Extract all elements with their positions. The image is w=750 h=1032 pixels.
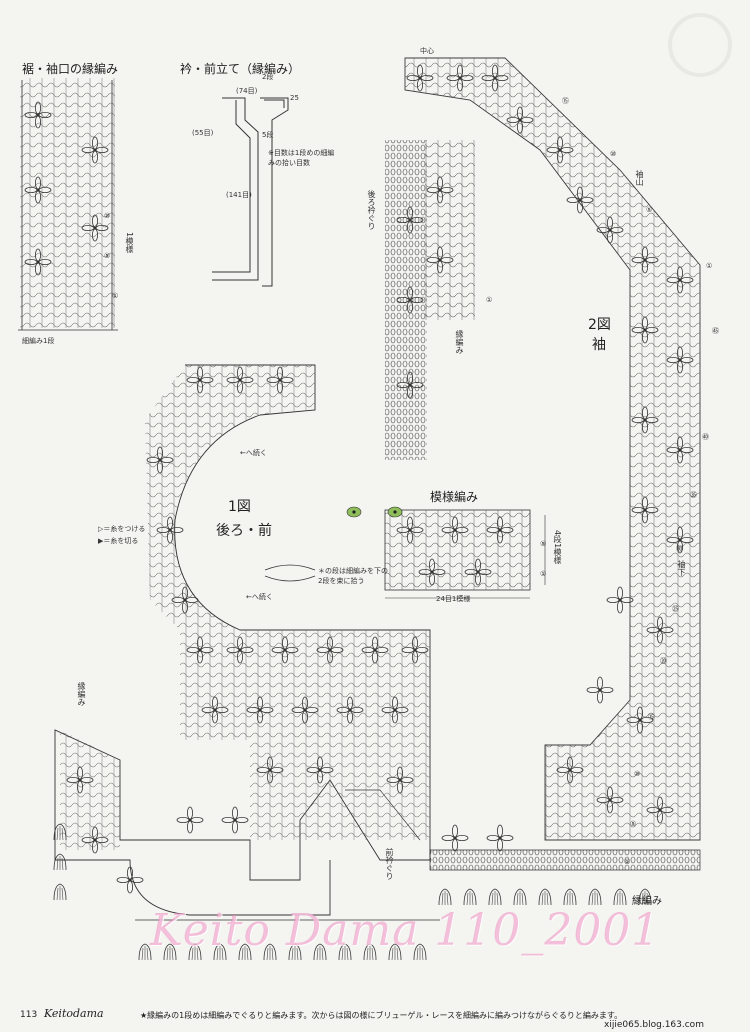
collar-side-rows: 5段 bbox=[262, 131, 274, 139]
row-marker-10c: ⑩ bbox=[634, 770, 641, 778]
row-marker-1d: ① bbox=[540, 570, 547, 578]
fig1-name: 後ろ・前 bbox=[216, 523, 272, 539]
edge-label-left: 縁編み bbox=[77, 682, 86, 706]
row-marker-20: ⑳ bbox=[660, 657, 667, 665]
collar-long-count: (141目) bbox=[226, 191, 252, 199]
pattern-title: 模様編み bbox=[430, 490, 479, 504]
row-marker-30: ㉚ bbox=[676, 545, 683, 553]
footer-instruction: ★縁編みの1段めは細編みでぐるりと編みます。次からは図の様にブリューゲル・レース… bbox=[140, 1011, 623, 1020]
page-number: 113 bbox=[20, 1010, 38, 1020]
row-marker-1e: ① bbox=[486, 296, 493, 304]
edge-label-sleeve: 縁編み bbox=[632, 896, 662, 907]
pattern-height-label: 4段1模様 bbox=[553, 530, 562, 565]
collar-row: 2段 bbox=[262, 73, 274, 81]
hem-sleeve-edge-title: 裾・袖口の縁編み bbox=[22, 62, 119, 76]
watermark: Keito Dama 110_2001 bbox=[150, 905, 661, 956]
fig1-number: 1図 bbox=[228, 499, 251, 515]
row-marker-15b: ⑮ bbox=[648, 713, 655, 721]
row-marker-5: ⑤ bbox=[104, 252, 111, 260]
row-marker-5c: ⑤ bbox=[630, 820, 637, 828]
collar-side-count: (55目) bbox=[192, 129, 214, 137]
row-marker-10b: ⑩ bbox=[610, 150, 617, 158]
row-marker-15: ⑮ bbox=[562, 97, 569, 105]
row-marker-25: ㉕ bbox=[672, 605, 679, 613]
collar-title: 衿・前立て（縁編み） bbox=[180, 62, 301, 76]
collar-note: ※目数は1段めの細編みの拾い目数 bbox=[268, 149, 335, 167]
collar-value: 25 bbox=[290, 94, 299, 102]
pattern-width-label: 24目1模様 bbox=[436, 595, 471, 603]
brand-logo: Keitodama bbox=[44, 1007, 104, 1020]
row-marker-4: ⑤ bbox=[540, 540, 547, 548]
row-marker-50: ㊺ bbox=[712, 327, 719, 335]
to-side-label-2: ←へ続く bbox=[246, 593, 273, 601]
row-marker-1: ① bbox=[112, 292, 119, 300]
edge-label-center: 縁編み bbox=[455, 330, 464, 354]
front-collar-label: 前衿ぐり bbox=[385, 848, 394, 880]
row-marker-5b: ⑤ bbox=[646, 206, 653, 214]
row-marker-35: ㉟ bbox=[690, 491, 697, 499]
legend-cut: ▶＝糸を切る bbox=[98, 537, 139, 545]
row-marker-40: ㊵ bbox=[702, 433, 709, 441]
edge-row1-label: 細編み1段 bbox=[22, 337, 55, 345]
fig2-name: 袖 bbox=[592, 337, 606, 353]
star-note: ＊の段は細編みを下の2段を束に拾う bbox=[318, 567, 388, 585]
row-marker-1c: ① bbox=[624, 858, 631, 866]
legend-attach: ▷＝糸をつける bbox=[98, 525, 146, 533]
row-marker-10: ⑩ bbox=[104, 212, 111, 220]
center-label: 中心 bbox=[420, 47, 434, 55]
to-side-label-1: ←へ続く bbox=[240, 449, 267, 457]
sleeve-under-label: 袖下 bbox=[677, 560, 686, 576]
source-url: xijie065.blog.163.com bbox=[604, 1020, 704, 1030]
sleeve-cap-label: 袖山 bbox=[635, 170, 644, 186]
collar-count: (74目) bbox=[236, 87, 258, 95]
back-collar-label: 後ろ衿ぐり bbox=[367, 190, 376, 230]
row-marker-1b: ① bbox=[706, 262, 713, 270]
pattern-repeat-label: 1模様 bbox=[125, 232, 134, 254]
fig2-number: 2図 bbox=[588, 317, 611, 333]
